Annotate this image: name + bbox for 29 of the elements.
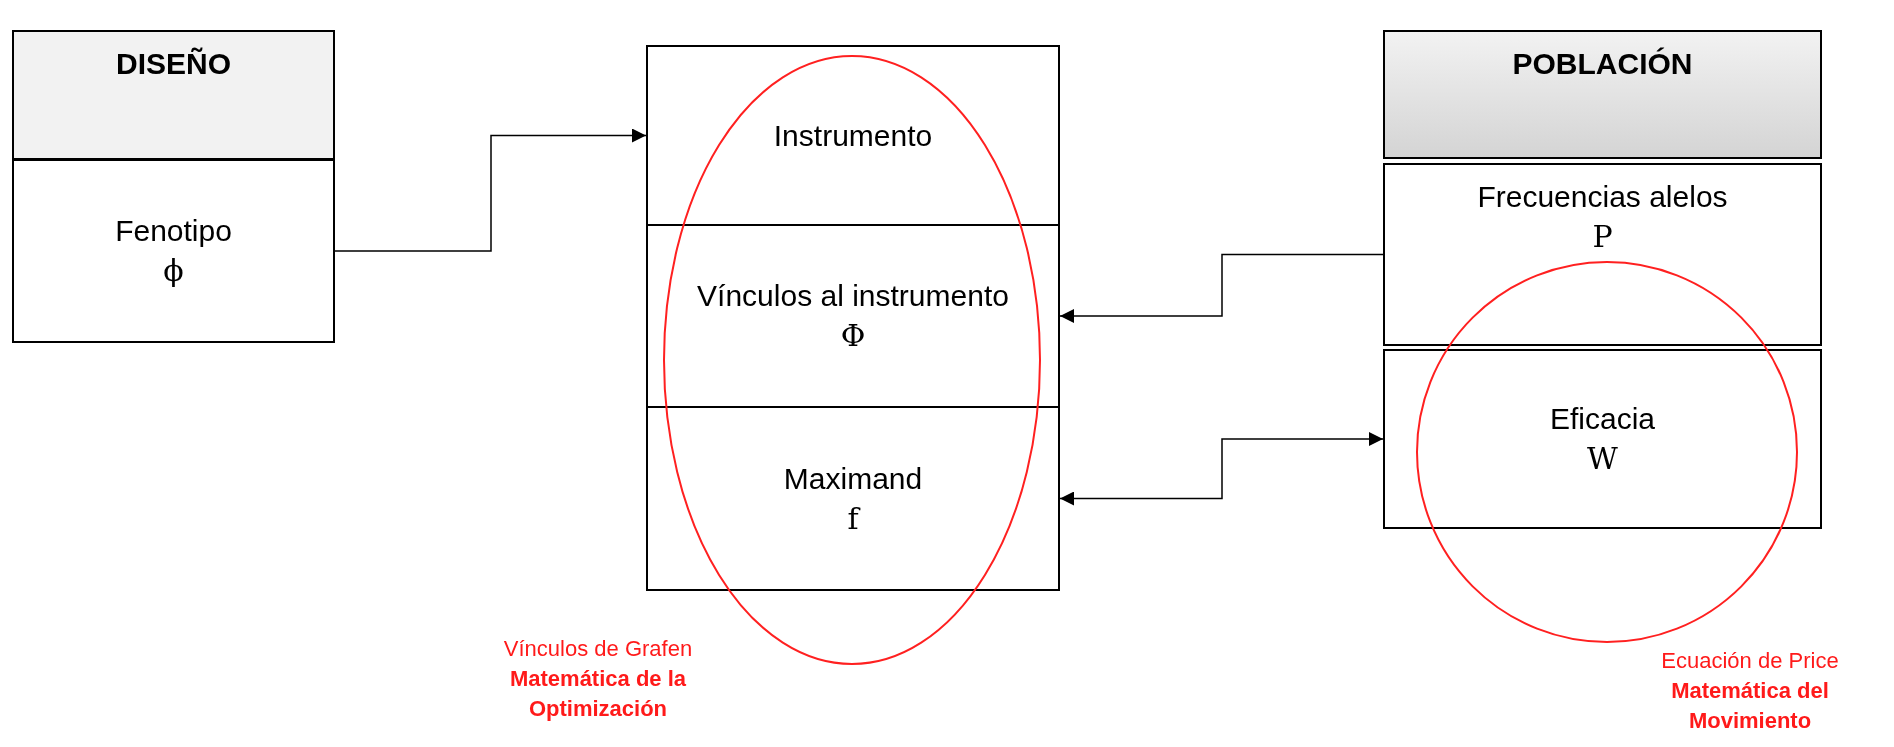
box-label: Frecuencias alelos xyxy=(1477,179,1728,215)
symbol-label: ϕ xyxy=(163,252,184,290)
arrow xyxy=(334,128,647,252)
process-box xyxy=(646,224,1060,408)
header-box xyxy=(1383,30,1822,159)
header-text: POBLACIÓN xyxy=(1512,46,1693,82)
box-label: Instrumento xyxy=(773,117,933,154)
header-box xyxy=(12,30,335,160)
symbol-label: W xyxy=(1587,440,1618,478)
box-label: Maximand xyxy=(783,460,923,497)
caption-heading: Matemática del Movimiento xyxy=(1670,677,1830,735)
caption-heading: Matemática de la Optimización xyxy=(508,665,688,723)
box-label: Vínculos al instrumento xyxy=(697,278,1009,314)
symbol-label: P xyxy=(1592,218,1613,256)
symbol-label: f xyxy=(847,499,859,538)
symbol-label: Φ xyxy=(840,317,866,355)
caption-text: Ecuación de Price xyxy=(1660,647,1840,675)
process-box xyxy=(12,159,335,343)
arrow xyxy=(1059,253,1384,323)
process-box xyxy=(1383,349,1822,529)
arrow xyxy=(1059,432,1384,506)
caption-text: Vínculos de Grafen xyxy=(502,635,694,663)
header-text: DISEÑO xyxy=(116,46,231,82)
box-label: Eficacia xyxy=(1549,401,1655,437)
box-label: Fenotipo xyxy=(115,213,232,249)
highlight-circle xyxy=(1416,261,1798,643)
process-box xyxy=(1383,163,1822,346)
process-box xyxy=(646,45,1060,226)
process-box xyxy=(646,406,1060,591)
